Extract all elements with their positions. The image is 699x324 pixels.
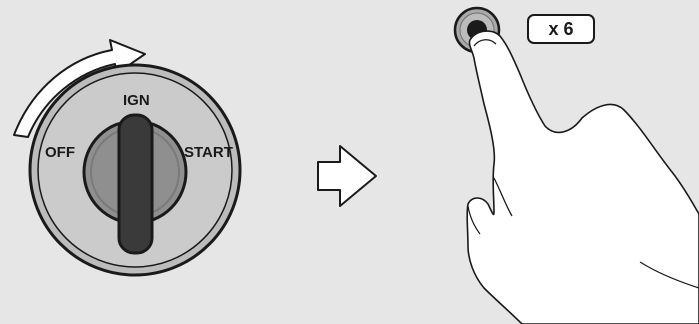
pointing-hand-icon (467, 31, 699, 324)
position-label-ign: IGN (123, 93, 150, 108)
key-blade (119, 115, 152, 253)
press-count-badge: x 6 (527, 14, 595, 44)
position-label-start: START (184, 145, 233, 160)
right-arrow-icon (318, 146, 376, 206)
position-label-off: OFF (45, 145, 75, 160)
